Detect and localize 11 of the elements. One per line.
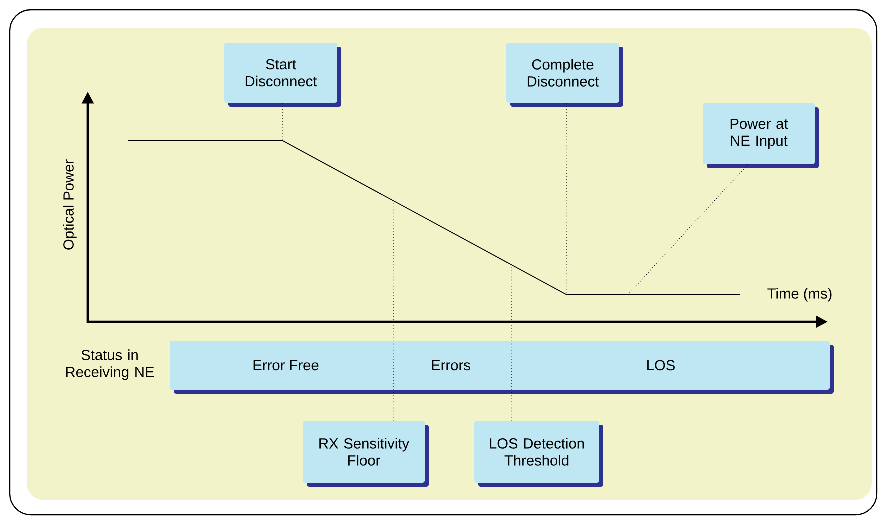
axis-label: Time (ms) xyxy=(768,288,832,302)
callout-box: Complete Disconnect xyxy=(506,43,624,107)
callout-box: LOS Detection Threshold xyxy=(474,420,604,487)
callout-box: RX Sensitivity Floor xyxy=(303,420,429,487)
axis-label: Optical Power xyxy=(63,160,77,250)
leader-line xyxy=(628,164,748,296)
leader-line xyxy=(566,102,568,296)
row-label: Status in Receiving NE xyxy=(66,350,154,380)
callout-box: Start Disconnect xyxy=(224,43,342,107)
leader-line xyxy=(282,102,284,142)
callout-box: Power at NE Input xyxy=(703,104,819,168)
